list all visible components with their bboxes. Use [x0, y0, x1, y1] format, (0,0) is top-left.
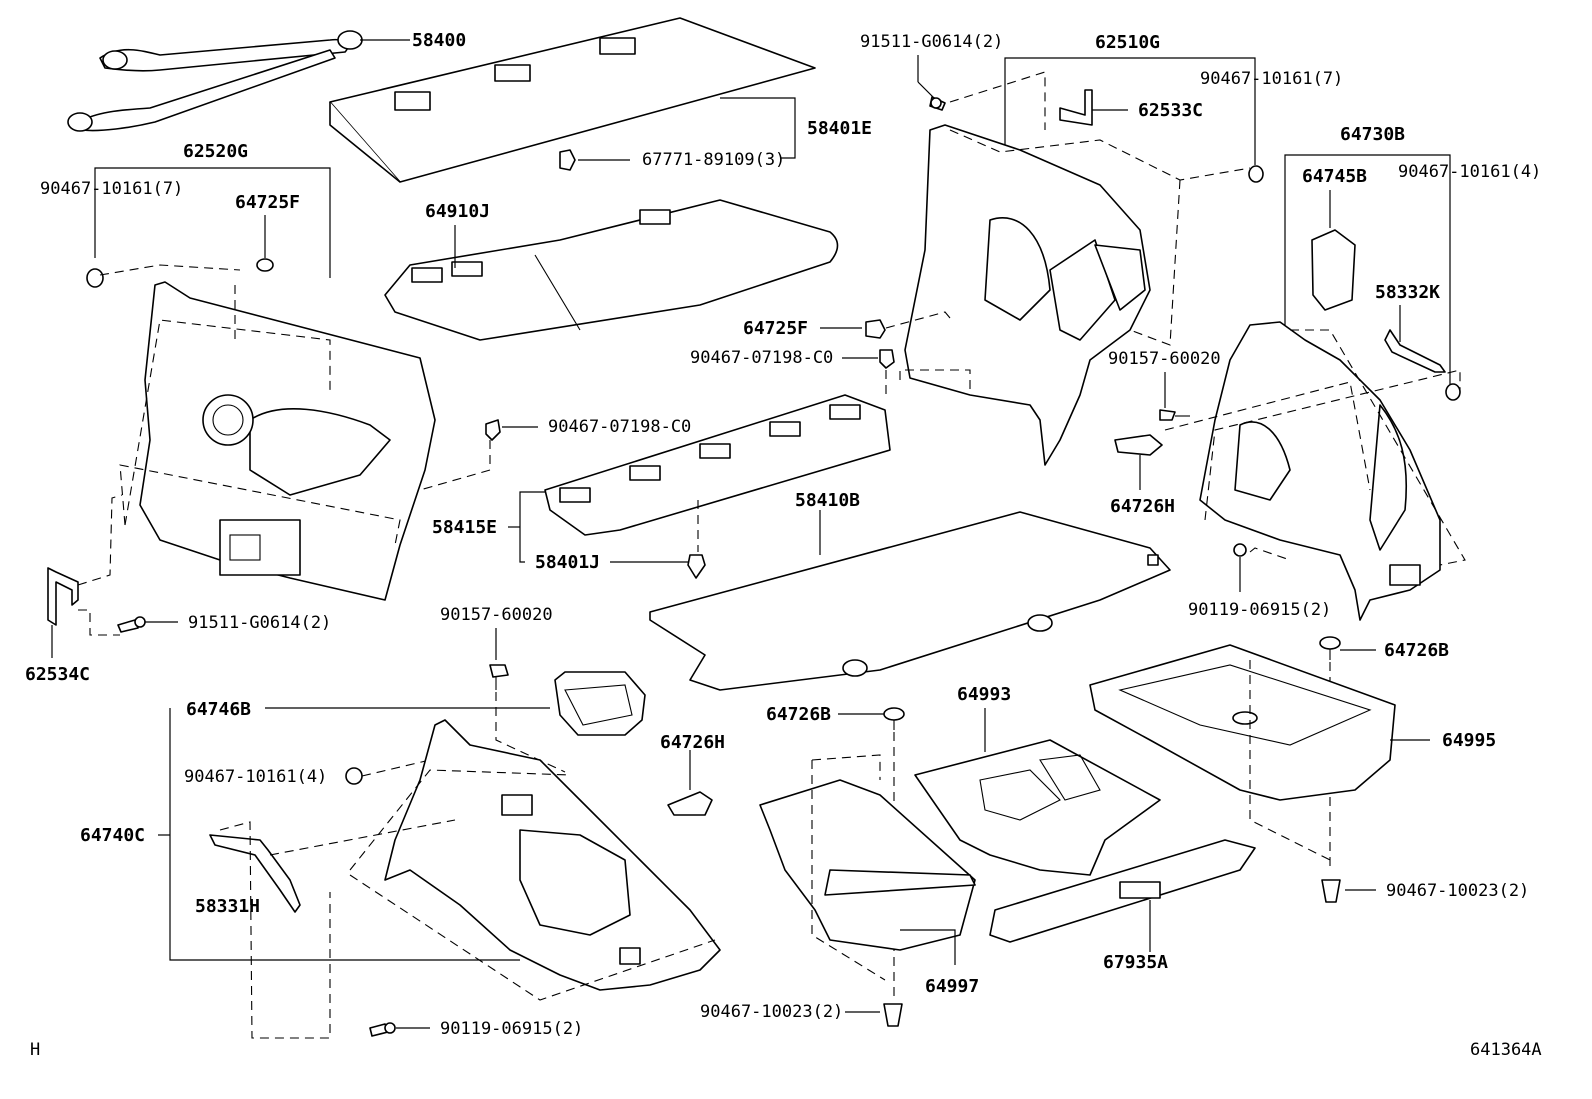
bolt-90157-right-icon [1159, 409, 1190, 421]
part-58410B-mat [649, 511, 1171, 691]
label-64726H-right: 64726H [1110, 496, 1175, 517]
part-62520G-panel [139, 281, 436, 601]
label-58331H: 58331H [195, 896, 260, 917]
screw-91511-bottom-icon [117, 616, 146, 633]
label-90467-10161-4-right: 90467-10161(4) [1398, 162, 1541, 182]
part-58401E-board [329, 17, 816, 183]
label-91511-top: 91511-G0614(2) [860, 32, 1003, 52]
label-64726B-right: 64726B [1384, 640, 1449, 661]
screw-91511-top-icon [929, 96, 946, 111]
part-64993-tray [914, 739, 1161, 876]
label-67771: 67771-89109(3) [642, 150, 785, 170]
part-64997-tray [759, 779, 976, 951]
label-90467-10161-7-left: 90467-10161(7) [40, 179, 183, 199]
label-64746B: 64746B [186, 699, 251, 720]
label-58415E: 58415E [432, 517, 497, 538]
clip-64726H-left-icon [667, 791, 713, 816]
part-58400-strap [67, 30, 363, 132]
label-64730B: 64730B [1340, 124, 1405, 145]
label-62520G: 62520G [183, 141, 248, 162]
label-64726B-mid: 64726B [766, 704, 831, 725]
part-62510G-panel [904, 124, 1151, 466]
label-64993: 64993 [957, 684, 1011, 705]
part-62534C-bracket [47, 567, 79, 626]
part-64745B-lid [1311, 229, 1356, 311]
label-62510G: 62510G [1095, 32, 1160, 53]
part-64910J-tonneau [384, 199, 839, 341]
clip-90467-left-lower-icon [345, 767, 363, 785]
label-90467-10023-right: 90467-10023(2) [1386, 881, 1529, 901]
label-64997: 64997 [925, 976, 979, 997]
screw-90119-bottom-icon [369, 1022, 396, 1037]
label-64745B: 64745B [1302, 166, 1367, 187]
label-90467-10023-bottom: 90467-10023(2) [700, 1002, 843, 1022]
label-62533C: 62533C [1138, 100, 1203, 121]
label-58401E: 58401E [807, 118, 872, 139]
clip-64726B-mid-icon [883, 707, 905, 730]
part-58331H-bracket [209, 834, 301, 913]
bolt-90157-left-icon [489, 664, 509, 690]
part-64740C-panel [384, 719, 721, 991]
label-64995: 64995 [1442, 730, 1496, 751]
label-64726H-left: 64726H [660, 732, 725, 753]
label-90467-07198-left: 90467-07198-C0 [548, 417, 691, 437]
label-90157-60020-left: 90157-60020 [440, 605, 553, 625]
part-67935A-sill [989, 839, 1256, 943]
label-64725F-left: 64725F [235, 192, 300, 213]
label-67935A: 67935A [1103, 952, 1168, 973]
clip-58401J-icon [687, 554, 706, 579]
clip-67771-icon [559, 149, 576, 171]
label-90467-10161-4-left: 90467-10161(4) [184, 767, 327, 787]
part-58415E-bracket [544, 394, 891, 536]
part-64746B-lid [554, 671, 646, 736]
clip-90467-07198-mid-icon [879, 349, 895, 369]
label-90467-10161-7-right: 90467-10161(7) [1200, 69, 1343, 89]
clip-90467-10023-right-icon [1321, 879, 1341, 903]
label-90119-06915-right: 90119-06915(2) [1188, 600, 1331, 620]
part-64995-tray [1089, 644, 1396, 801]
label-91511-bottom: 91511-G0614(2) [188, 613, 331, 633]
label-58332K: 58332K [1375, 282, 1440, 303]
label-58410B: 58410B [795, 490, 860, 511]
part-62533C-bracket [1059, 89, 1093, 126]
part-58332K-bracket [1384, 329, 1446, 373]
label-90119-06915-bottom: 90119-06915(2) [440, 1019, 583, 1039]
label-90157-60020-right: 90157-60020 [1108, 349, 1221, 369]
clip-64726H-right-icon [1114, 434, 1163, 456]
clip-64726B-right-icon [1319, 636, 1341, 660]
label-64725F-mid: 64725F [743, 318, 808, 339]
label-58401J: 58401J [535, 552, 600, 573]
corner-h-label: H [30, 1040, 40, 1060]
clip-90467-07198-left-icon [485, 419, 501, 441]
clip-90467-left-icon [86, 268, 104, 288]
label-62534C: 62534C [25, 664, 90, 685]
clip-90467-right-icon [1445, 383, 1461, 401]
clip-90467-right-top-icon [1248, 165, 1264, 183]
clip-64725F-mid-icon [865, 319, 886, 339]
label-64910J: 64910J [425, 201, 490, 222]
label-58400: 58400 [412, 30, 466, 51]
clip-64725F-left-icon [256, 258, 274, 272]
diagram-code: 641364A [1470, 1040, 1542, 1060]
clip-90467-10023-bottom-icon [883, 1003, 903, 1027]
label-64740C: 64740C [80, 825, 145, 846]
label-90467-07198-mid: 90467-07198-C0 [690, 348, 833, 368]
part-64730B-panel [1199, 321, 1441, 621]
screw-90119-right-icon [1233, 543, 1247, 557]
